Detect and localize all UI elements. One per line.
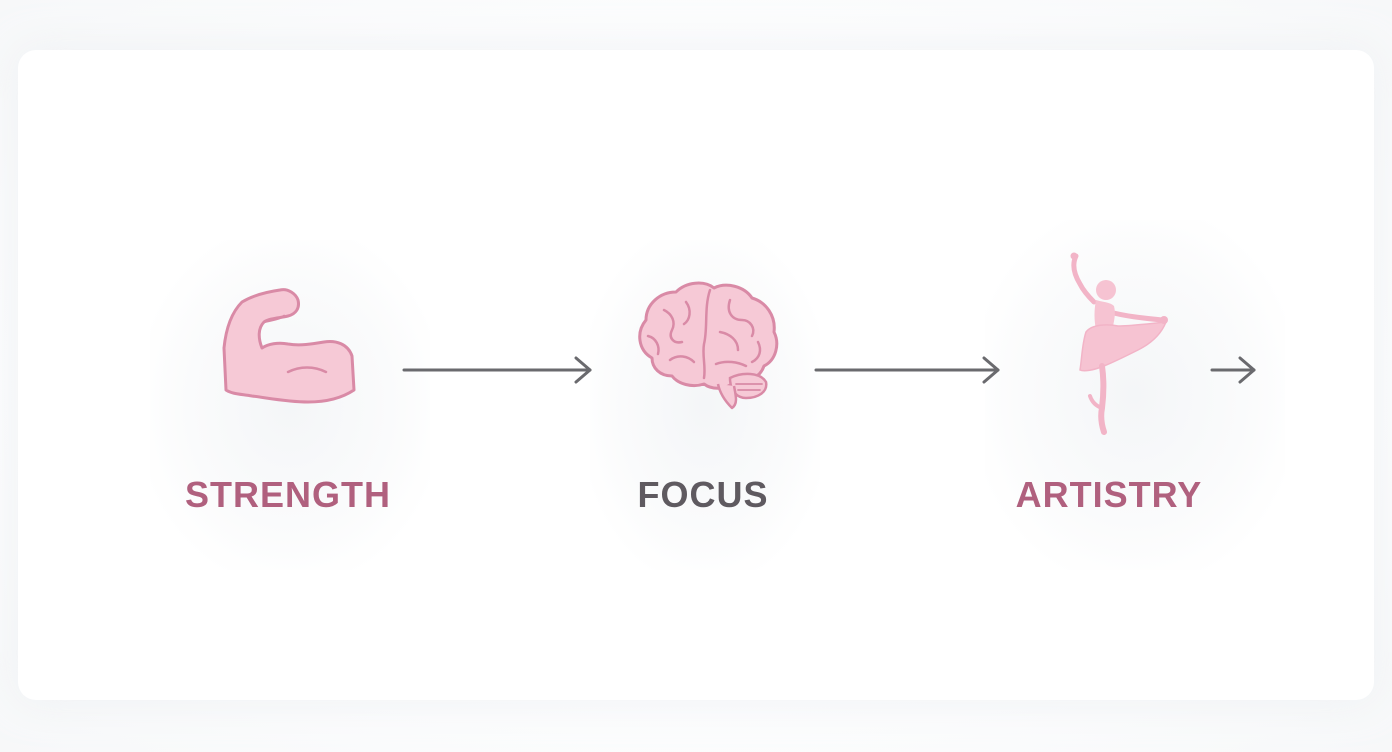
- flexed-bicep-icon: [222, 288, 356, 404]
- step-label-artistry: ARTISTRY: [1015, 474, 1203, 515]
- step-label-focus: FOCUS: [637, 474, 769, 515]
- arrow-right-icon: [814, 356, 1000, 384]
- arrow-right-icon: [1210, 356, 1256, 384]
- artistry-halo: [985, 220, 1285, 570]
- ballerina-icon: [1070, 252, 1168, 435]
- arrow-right-icon: [402, 356, 592, 384]
- step-label-strength: STRENGTH: [185, 474, 391, 515]
- brain-icon: [638, 281, 779, 410]
